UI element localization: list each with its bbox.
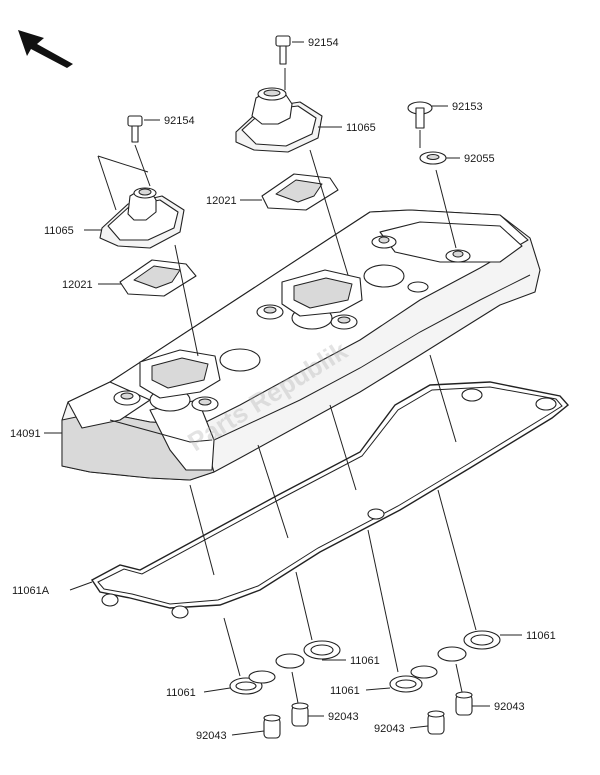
label-11065-top: 11065 <box>346 122 376 134</box>
breather-cover-top <box>235 87 323 153</box>
label-12021-left: 12021 <box>62 279 93 291</box>
breather-cover-left <box>99 187 185 249</box>
label-12021-right: 12021 <box>206 195 237 207</box>
label-11061-mid: 11061 <box>350 655 380 667</box>
plate-gasket-left <box>119 259 197 297</box>
cover-gasket <box>90 381 570 619</box>
label-92043-right: 92043 <box>494 701 525 713</box>
label-11061-center: 11061 <box>330 685 360 697</box>
front-direction-arrow-icon <box>18 30 73 68</box>
bolt-92153 <box>407 101 433 129</box>
label-11065-left: 11065 <box>44 225 74 237</box>
label-92055: 92055 <box>464 153 495 165</box>
bolt-left <box>127 115 143 143</box>
label-92043-center: 92043 <box>374 723 405 735</box>
label-11061-left: 11061 <box>166 687 196 699</box>
bolt-top <box>275 35 291 65</box>
label-11061-right: 11061 <box>526 630 556 642</box>
label-92043-mid: 92043 <box>328 711 359 723</box>
collars <box>263 691 473 739</box>
plate-gasket-right <box>261 173 339 211</box>
label-14091: 14091 <box>10 428 41 440</box>
leader-lines <box>44 41 522 736</box>
assembly-lines <box>134 68 477 704</box>
plug-gaskets <box>229 630 501 695</box>
label-92153: 92153 <box>452 101 483 113</box>
cylinder-head-cover: Parts Republik <box>61 209 541 481</box>
washer-92055 <box>419 151 447 165</box>
label-92043-left: 92043 <box>196 730 227 742</box>
part-labels: 92154 92154 11065 92153 92055 12021 1106… <box>10 37 556 742</box>
label-92154-top: 92154 <box>308 37 339 49</box>
label-92154-left: 92154 <box>164 115 195 127</box>
label-11061A: 11061A <box>12 585 50 597</box>
